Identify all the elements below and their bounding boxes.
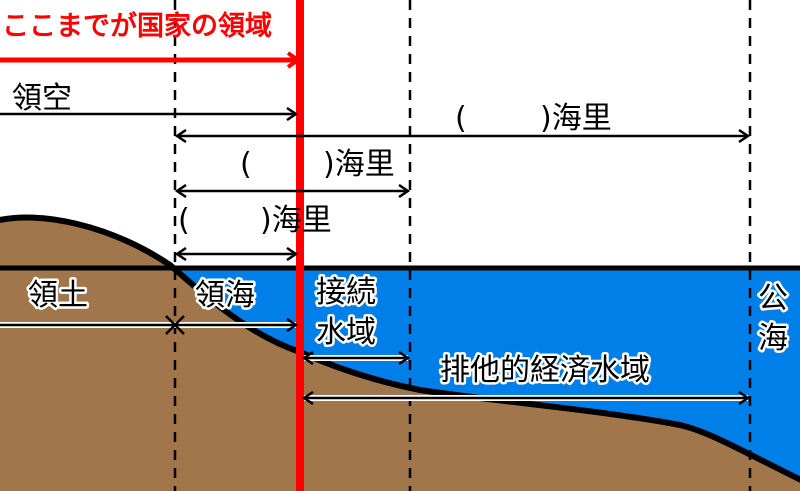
airspace-label: 領空 — [12, 81, 72, 116]
title: ここまでが国家の領域 — [2, 10, 272, 42]
land — [0, 214, 800, 491]
territorial-boundary-red-line — [296, 0, 304, 491]
high-seas-label-2: 海 — [758, 321, 788, 356]
eez-label: 排他的経済水域 — [440, 353, 650, 388]
territorial-sea-label: 領海 — [195, 278, 255, 313]
high-seas-label-1: 公 — [758, 281, 788, 316]
eez-distance-open: ( — [455, 101, 467, 136]
territorial-distance-close: )海里 — [260, 203, 332, 238]
contiguous-zone-label-2: 水域 — [316, 315, 376, 350]
eez-distance-close: )海里 — [540, 101, 612, 136]
contiguous-distance-close: )海里 — [323, 147, 395, 182]
contiguous-distance-open: ( — [240, 147, 252, 182]
contiguous-zone-label-1: 接続 — [316, 275, 376, 310]
territory-arrows — [0, 315, 296, 335]
territorial-distance-open: ( — [178, 203, 190, 238]
territory-label: 領土 — [28, 278, 88, 313]
